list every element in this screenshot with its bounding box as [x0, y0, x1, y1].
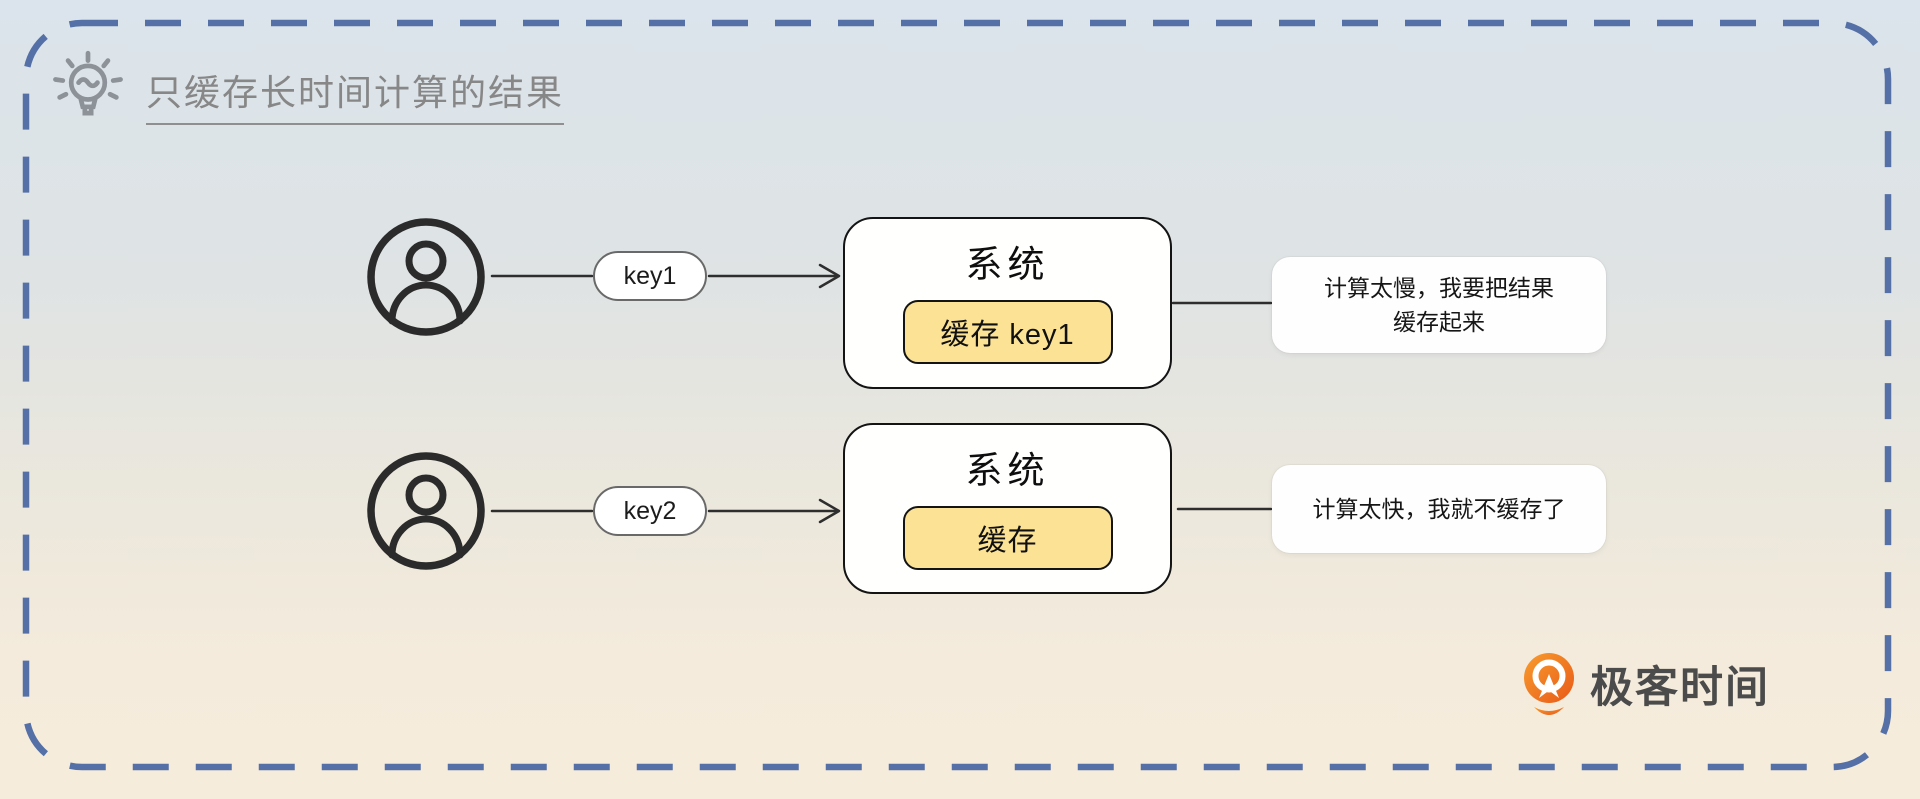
bubble-text-line2: 缓存起来: [1393, 309, 1485, 335]
system-title: 系统: [965, 244, 1050, 285]
key-label: key2: [623, 496, 677, 525]
system-box: 系统 缓存: [843, 423, 1172, 594]
brand-logo: 极客时间: [1520, 650, 1770, 718]
cache-box: 缓存 key1: [902, 300, 1113, 364]
speech-bubble: 计算太快，我就不缓存了: [1272, 465, 1606, 553]
arrowhead-row1: [818, 263, 841, 289]
key-label-pill: key2: [593, 486, 707, 536]
cache-box: 缓存: [902, 506, 1113, 570]
system-title: 系统: [965, 450, 1050, 491]
page-title: 只缓存长时间计算的结果: [146, 64, 565, 125]
lightbulb-icon: [53, 50, 123, 116]
geektime-icon: [1524, 653, 1574, 715]
key-label-pill: key1: [593, 251, 707, 301]
system-box: 系统 缓存 key1: [843, 217, 1172, 389]
cache-label: 缓存 key1: [940, 319, 1075, 351]
user-icon: [367, 218, 485, 336]
speech-bubble: 计算太慢，我要把结果 缓存起来: [1272, 257, 1606, 353]
user-icon: [367, 452, 485, 570]
cache-label: 缓存: [977, 525, 1038, 557]
bubble-text-line1: 计算太慢，我要把结果: [1324, 274, 1554, 301]
key-label: key1: [623, 261, 677, 290]
bubble-text-line1: 计算太快，我就不缓存了: [1312, 495, 1566, 522]
brand-name: 极客时间: [1590, 664, 1770, 712]
arrowhead-row2: [818, 498, 841, 524]
